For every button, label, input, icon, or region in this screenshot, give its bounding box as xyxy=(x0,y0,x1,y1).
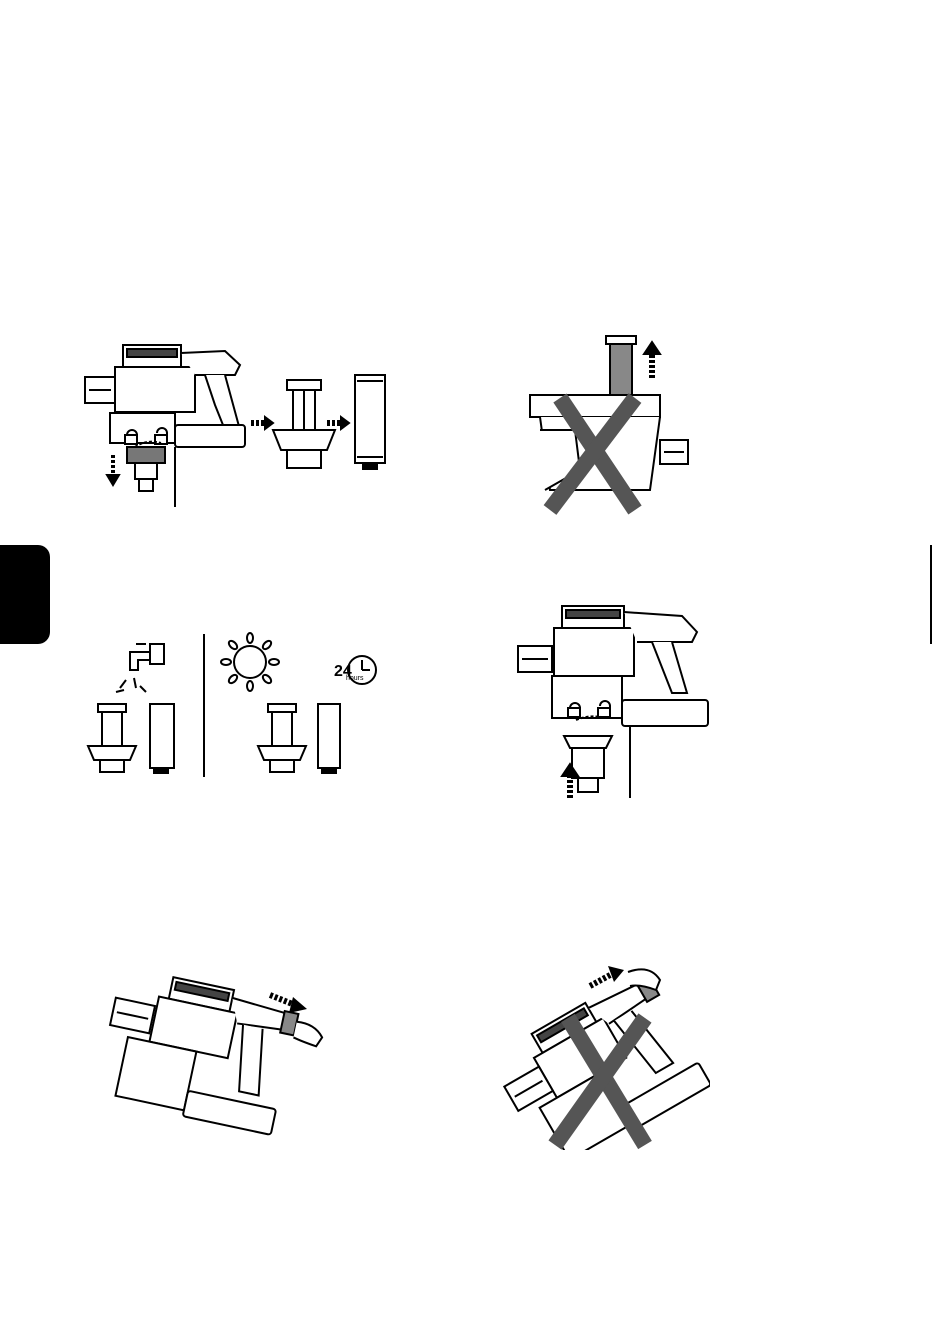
figure-wrong-pull-filter xyxy=(520,330,720,515)
figure-reinsert-filter xyxy=(512,598,717,813)
edge-marker xyxy=(930,545,932,644)
clock-badge-unit: hours xyxy=(346,675,364,682)
sun-icon xyxy=(221,633,279,691)
faucet-icon xyxy=(116,644,164,692)
figure-wrong-remove-battery xyxy=(500,960,710,1150)
side-chapter-tab xyxy=(0,545,50,644)
figure-wash-and-dry: 24 hours xyxy=(80,630,380,780)
figure-divider xyxy=(203,634,205,777)
figure-remove-battery xyxy=(95,975,330,1145)
figure-remove-filter xyxy=(75,335,395,515)
